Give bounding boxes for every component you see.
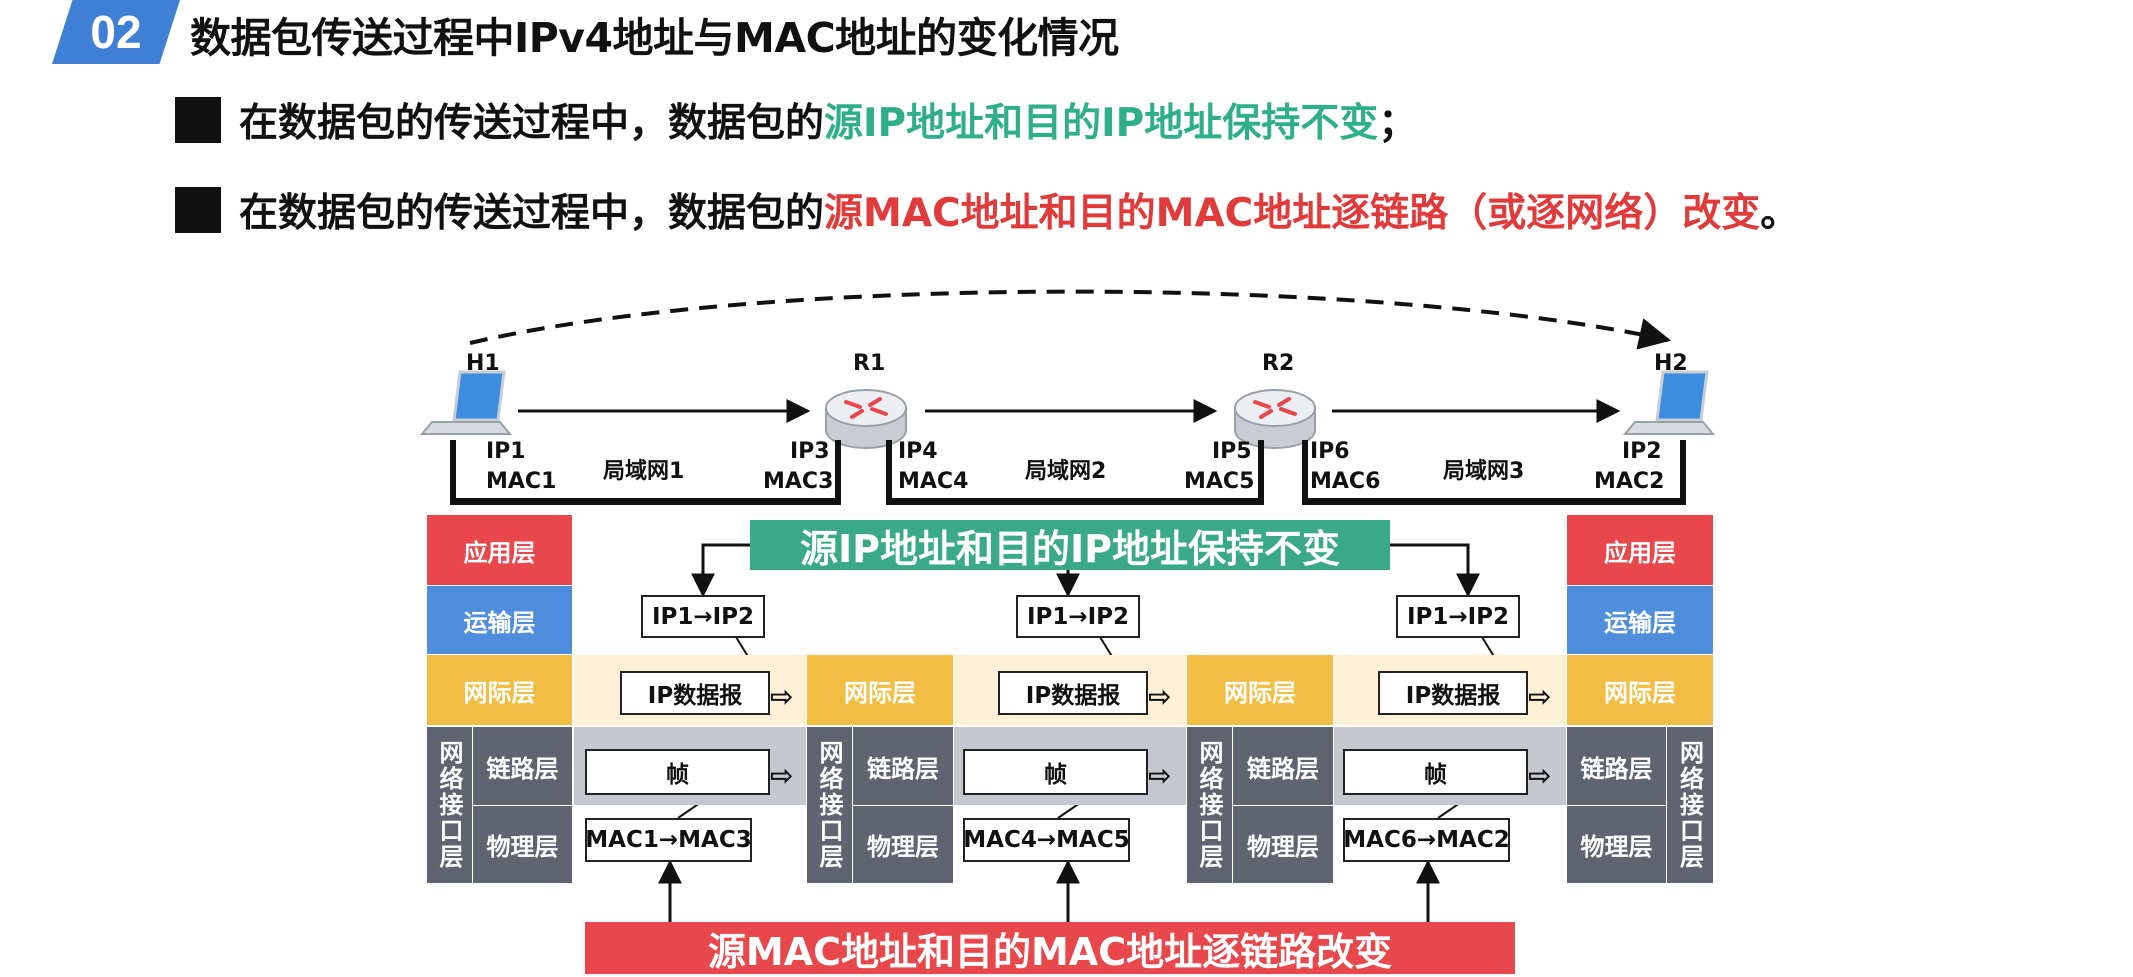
forward-arrow-icon: ⇨ (770, 680, 794, 713)
r1-internet-layer: 网际层 (807, 655, 953, 725)
h1-link-layer: 链路层 (473, 727, 572, 805)
h2-application-layer: 应用层 (1567, 515, 1713, 585)
laptop-icon-h1 (419, 370, 513, 435)
router-icon-r1 (825, 389, 907, 449)
addr-ip-r1-left: IP3 (790, 439, 830, 464)
bullet-suffix: ； (1378, 101, 1418, 146)
forward-arrow-icon: ⇨ (1148, 759, 1172, 792)
lan-line-3 (1302, 498, 1686, 505)
bullet-prefix: 在数据包的传送过程中，数据包的 (239, 191, 825, 236)
h1-internet-layer: 网际层 (427, 655, 572, 725)
addr-mac-r2-right: MAC6 (1310, 469, 1381, 494)
mac-pair-box-1: MAC1→MAC3 (585, 818, 752, 862)
r2-network-interface-layer: 网络接口层 (1187, 727, 1232, 883)
bullet-mac-changes: 在数据包的传送过程中，数据包的源MAC地址和目的MAC地址逐链路（或逐网络）改变… (175, 180, 1799, 240)
r1-physical-layer: 物理层 (853, 806, 953, 883)
addr-mac-r1-left: MAC3 (763, 469, 834, 494)
r1-link-layer: 链路层 (853, 727, 953, 805)
bullet-square-icon (175, 97, 221, 143)
frame-box-2: 帧 (963, 749, 1148, 795)
addr-ip-h1: IP1 (486, 439, 526, 464)
r2-physical-layer: 物理层 (1233, 806, 1333, 883)
h2-transport-layer: 运输层 (1567, 586, 1713, 654)
mac-pair-box-3: MAC6→MAC2 (1343, 818, 1510, 862)
h2-internet-layer: 网际层 (1567, 655, 1713, 725)
h2-physical-layer: 物理层 (1567, 806, 1666, 883)
addr-mac-h2: MAC2 (1594, 469, 1665, 494)
h2-network-interface-layer: 网络接口层 (1667, 727, 1713, 883)
forward-arrow-icon: ⇨ (1148, 680, 1172, 713)
end-to-end-dashed-arc (469, 289, 1672, 350)
r2-internet-layer: 网际层 (1187, 655, 1333, 725)
lan-line-2 (886, 498, 1264, 505)
ip-connector-left (691, 543, 750, 598)
frame-box-3: 帧 (1343, 749, 1528, 795)
lan-stub (450, 440, 456, 498)
addr-ip-r1-right: IP4 (898, 439, 938, 464)
ip-unchanged-banner: 源IP地址和目的IP地址保持不变 (750, 520, 1390, 571)
router-icon-r2 (1234, 389, 1316, 449)
lan-line-1 (450, 498, 841, 505)
ip-pair-box-1: IP1→IP2 (641, 595, 765, 638)
addr-mac-h1: MAC1 (486, 469, 557, 494)
frame-box-1: 帧 (585, 749, 770, 795)
bullet-highlight-green: 源IP地址和目的IP地址保持不变 (824, 101, 1379, 146)
h2-link-layer: 链路层 (1567, 727, 1666, 805)
mac-pair-box-2: MAC4→MAC5 (963, 818, 1130, 862)
ip-datagram-box-2: IP数据报 (998, 671, 1148, 715)
addr-mac-r2-left: MAC5 (1184, 469, 1255, 494)
forward-arrow-icon: ⇨ (1528, 680, 1552, 713)
lan-stub (1258, 440, 1264, 498)
node-label-r2: R2 (1262, 351, 1295, 376)
lan-stub (1680, 440, 1686, 498)
lan-name-3: 局域网3 (1443, 459, 1525, 484)
ip-pair-box-2: IP1→IP2 (1016, 595, 1140, 638)
lan-stub (835, 440, 841, 498)
addr-ip-h2: IP2 (1622, 439, 1662, 464)
ip-datagram-box-1: IP数据报 (620, 671, 770, 715)
r2-link-layer: 链路层 (1233, 727, 1333, 805)
lan-stub (1302, 440, 1308, 498)
node-label-r1: R1 (853, 351, 886, 376)
lan-name-1: 局域网1 (603, 459, 685, 484)
lan-stub (886, 440, 892, 498)
bullet-prefix: 在数据包的传送过程中，数据包的 (239, 101, 825, 146)
page-title: 数据包传送过程中IPv4地址与MAC地址的变化情况 (190, 14, 1119, 62)
lan-name-2: 局域网2 (1025, 459, 1107, 484)
node-label-h1: H1 (466, 351, 500, 376)
bullet-highlight-red: 源MAC地址和目的MAC地址逐链路（或逐网络）改变 (824, 191, 1761, 236)
forward-arrow-icon: ⇨ (770, 759, 794, 792)
forward-arrow-icon: ⇨ (1528, 759, 1552, 792)
ip-pair-box-3: IP1→IP2 (1396, 595, 1520, 638)
addr-mac-r1-right: MAC4 (898, 469, 969, 494)
bullet-square-icon (175, 187, 221, 233)
mac-changes-banner: 源MAC地址和目的MAC地址逐链路改变 (585, 922, 1515, 974)
bullet-suffix: 。 (1760, 191, 1800, 236)
laptop-icon-h2 (1622, 370, 1716, 435)
h1-physical-layer: 物理层 (473, 806, 572, 883)
ip-connector-right (1390, 543, 1480, 598)
addr-ip-r2-left: IP5 (1212, 439, 1252, 464)
bullet-ip-unchanged: 在数据包的传送过程中，数据包的源IP地址和目的IP地址保持不变； (175, 90, 1417, 150)
addr-ip-r2-right: IP6 (1310, 439, 1350, 464)
h1-transport-layer: 运输层 (427, 586, 572, 654)
ip-datagram-box-3: IP数据报 (1378, 671, 1528, 715)
node-label-h2: H2 (1654, 351, 1688, 376)
section-number-badge: 02 (52, 0, 180, 64)
r1-network-interface-layer: 网络接口层 (807, 727, 852, 883)
h1-network-interface-layer: 网络接口层 (427, 727, 472, 883)
h1-application-layer: 应用层 (427, 515, 572, 585)
